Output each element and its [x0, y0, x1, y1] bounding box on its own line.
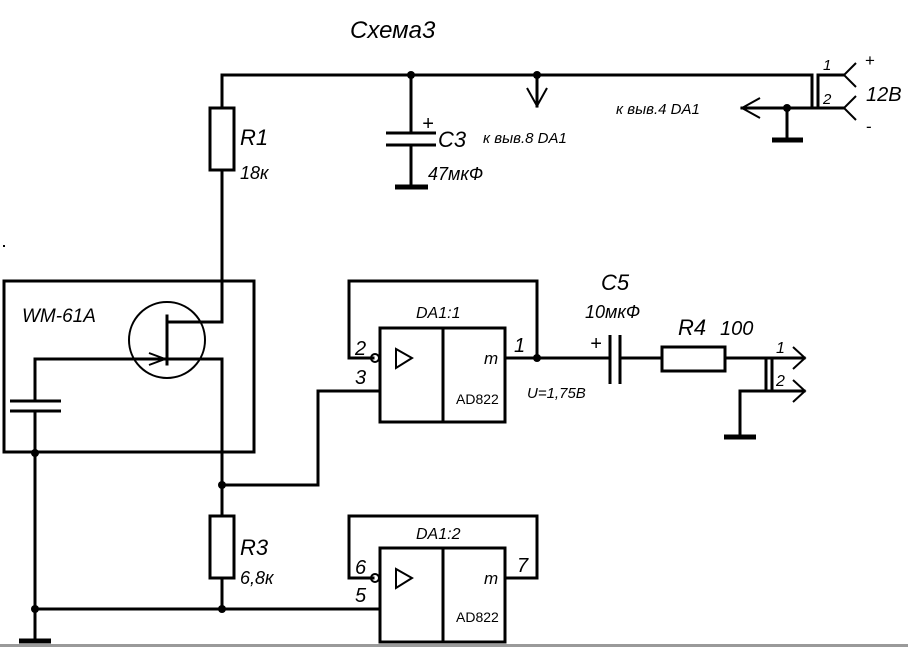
pin8-arrow-icon: [526, 73, 548, 109]
capacitor-c5: [608, 335, 664, 384]
pin4-label: к выв.4 DA1: [616, 101, 700, 118]
ground-pin4-net: [739, 97, 814, 143]
da1-1-func: m: [484, 349, 498, 368]
power-minus-label: -: [866, 117, 872, 136]
schematic-title: Схема3: [350, 17, 436, 44]
r4-value: 100: [720, 318, 753, 340]
ground-net: [19, 605, 380, 644]
r3-value: 6,8к: [240, 568, 275, 588]
c5-value: 10мкФ: [585, 302, 640, 322]
pin8-label: к выв.8 DA1: [483, 130, 567, 147]
output-voltage-note: U=1,75В: [527, 385, 586, 402]
power-pin1-label: 1: [823, 57, 831, 74]
connector-pin-icon: [792, 346, 807, 370]
c5-ref: C5: [601, 270, 630, 295]
c5-polarity: +: [590, 333, 602, 355]
c3-polarity: +: [422, 113, 434, 135]
resistor-r1: [165, 106, 236, 324]
junction-dot: [31, 605, 39, 613]
r1-ref: R1: [240, 125, 268, 150]
output-pin1-label: 1: [776, 340, 785, 357]
r3-ref: R3: [240, 535, 269, 560]
jfet-arrow-icon: [148, 352, 168, 366]
inverting-input-icon: [370, 353, 380, 363]
supply-rail: [220, 71, 814, 110]
mic-output-net: [218, 389, 380, 489]
amplifier-symbol-icon: [395, 567, 414, 590]
power-connector: [810, 62, 857, 121]
da1-1-ref: DA1:1: [416, 305, 460, 322]
da1-2-pin-inv: 6: [355, 557, 367, 579]
r4-ref: R4: [678, 315, 706, 340]
power-pin2-label: 2: [822, 91, 832, 108]
c3-value: 47мкФ: [428, 164, 483, 184]
c3-ref: C3: [438, 127, 467, 152]
bottom-edge: [0, 644, 908, 647]
power-plus-label: +: [865, 51, 875, 70]
junction-dot: [31, 449, 39, 457]
amplifier-symbol-icon: [395, 347, 414, 370]
mic-ref: WM-61A: [22, 306, 96, 327]
pin4-arrow-icon: [739, 97, 761, 119]
da1-2-func: m: [484, 569, 498, 588]
connector-pin-icon: [842, 95, 857, 121]
resistor-r3: [208, 483, 236, 613]
connector-pin-icon: [792, 379, 807, 403]
da1-1-pin-noninv: 3: [355, 367, 366, 389]
opamp-da1-2: [347, 514, 539, 644]
output-pin2-label: 2: [775, 373, 785, 390]
da1-2-part: AD822: [456, 609, 499, 625]
da1-1-pin-out: 1: [514, 335, 525, 357]
da1-2-pin-out: 7: [517, 555, 529, 577]
opamp-da1-1: [347, 279, 610, 424]
output-connector: [724, 346, 807, 440]
da1-2-ref: DA1:2: [416, 526, 461, 543]
da1-2-pin-noninv: 5: [355, 585, 367, 607]
power-voltage-label: 12В: [866, 84, 902, 106]
jfet-icon: [128, 301, 206, 379]
microphone-wm61a: [2, 279, 256, 642]
junction-dot: [533, 354, 541, 362]
capacitor-c3: [386, 73, 436, 190]
da1-1-pin-inv: 2: [354, 338, 366, 360]
r1-value: 18к: [240, 163, 270, 183]
inverting-input-icon: [370, 573, 380, 583]
da1-1-part: AD822: [456, 391, 499, 407]
connector-pin-icon: [842, 62, 857, 88]
stray-dot: [3, 245, 5, 247]
